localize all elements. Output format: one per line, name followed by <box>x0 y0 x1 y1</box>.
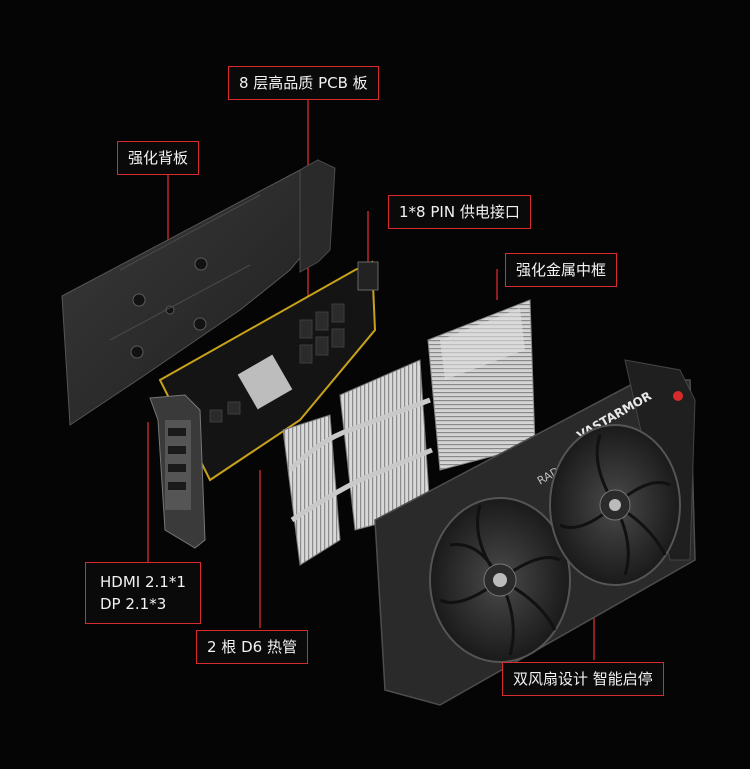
callout-pcb-text: 8 层高品质 PCB 板 <box>239 74 368 92</box>
power-connector <box>357 261 379 291</box>
callout-pcb: 8 层高品质 PCB 板 <box>228 66 379 100</box>
callout-io-line2: DP 2.1*3 <box>100 595 167 613</box>
callout-metal-frame: 强化金属中框 <box>505 253 618 287</box>
heat-pipes <box>288 397 433 523</box>
callout-fans: 双风扇设计 智能启停 <box>502 662 664 696</box>
callout-backplate: 强化背板 <box>117 141 200 175</box>
pcb-board <box>158 260 379 482</box>
callout-backplate-text: 强化背板 <box>128 149 189 167</box>
callout-power-text: 1*8 PIN 供电接口 <box>399 203 520 221</box>
callout-heatpipe-text: 2 根 D6 热管 <box>207 638 297 656</box>
callout-io-line1: HDMI 2.1*1 <box>100 573 186 591</box>
heatsink-assembly <box>282 299 536 566</box>
callout-power-connector: 1*8 PIN 供电接口 <box>388 195 531 229</box>
fan-right <box>549 424 681 586</box>
callout-heatpipe: 2 根 D6 热管 <box>196 630 308 664</box>
fan-shroud: VASTARMOR RADEON <box>374 359 696 706</box>
callout-frame-text: 强化金属中框 <box>516 261 607 279</box>
backplate <box>61 159 336 426</box>
accent-badge-icon <box>673 391 683 401</box>
fan-left <box>429 497 571 663</box>
callout-io-ports: HDMI 2.1*1 DP 2.1*3 <box>85 562 201 624</box>
io-bracket <box>149 394 206 549</box>
callout-fans-text: 双风扇设计 智能启停 <box>513 670 653 688</box>
